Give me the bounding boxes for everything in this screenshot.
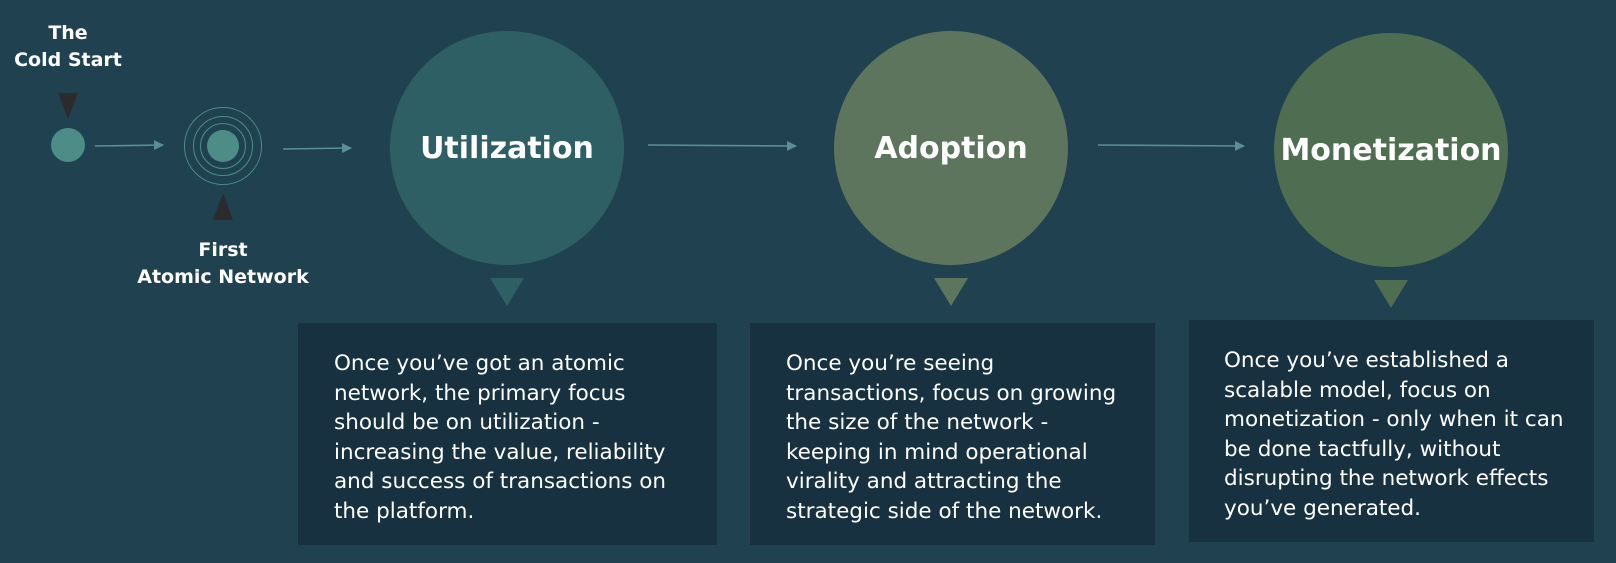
arrow-adoption-to-monetization xyxy=(1097,140,1245,151)
monetization-description-line: be done tactfully, without xyxy=(1224,436,1501,462)
monetization-description-line: Once you’ve established a xyxy=(1224,348,1509,373)
atomic-network-inner-ring xyxy=(200,123,246,169)
monetization-description-box: Once you’ve established a scalable model… xyxy=(1189,320,1594,542)
monetization-description-line: you’ve generated. xyxy=(1224,495,1422,521)
cold-start-marker-triangle xyxy=(58,93,78,119)
utilization-description-line: Once you’ve got an atomic xyxy=(334,351,625,376)
arrow-cold-start-to-atomic xyxy=(94,140,164,151)
utilization-description-line: increasing the value, reliability xyxy=(334,439,666,465)
atomic-network-outer-ring xyxy=(184,107,262,185)
monetization-pointer-triangle xyxy=(1374,280,1408,308)
monetization-stage-circle: Monetization xyxy=(1274,33,1508,267)
arrow-atomic-to-utilization xyxy=(282,143,352,154)
arrow-utilization-to-adoption xyxy=(647,140,797,151)
adoption-description-line: the size of the network - xyxy=(786,410,1049,435)
first-atomic-network-label: First Atomic Network xyxy=(128,237,318,291)
utilization-pointer-triangle xyxy=(490,278,524,306)
adoption-description-line: strategic side of the network. xyxy=(786,498,1103,524)
monetization-description-line: scalable model, focus on xyxy=(1224,377,1491,403)
cold-start-label-line-1: The xyxy=(48,22,88,44)
adoption-description-box: Once you’re seeing transactions, focus o… xyxy=(750,323,1155,545)
cold-start-label-line-2: Cold Start xyxy=(14,49,122,71)
utilization-description-line: and success of transactions on xyxy=(334,469,667,494)
utilization-description-line: the platform. xyxy=(334,498,475,524)
utilization-description-box: Once you’ve got an atomic network, the p… xyxy=(298,323,717,545)
utilization-description-line: network, the primary focus xyxy=(334,380,626,406)
adoption-description-line: keeping in mind operational xyxy=(786,439,1088,465)
cold-start-node xyxy=(51,128,85,162)
monetization-description-line: disrupting the network effects xyxy=(1224,466,1549,491)
adoption-stage-circle: Adoption xyxy=(834,31,1068,265)
monetization-description-line: monetization - only when it can xyxy=(1224,407,1564,432)
atomic-network-middle-ring xyxy=(193,116,253,176)
adoption-description-line: Once you’re seeing xyxy=(786,351,995,376)
utilization-stage-circle: Utilization xyxy=(390,31,624,265)
adoption-description-line: transactions, focus on growing xyxy=(786,380,1117,406)
first-atomic-network-label-line-2: Atomic Network xyxy=(137,266,309,288)
adoption-pointer-triangle xyxy=(934,278,968,306)
cold-start-label: The Cold Start xyxy=(8,20,128,74)
atomic-network-marker-triangle xyxy=(213,193,233,220)
first-atomic-network-label-line-1: First xyxy=(198,239,248,261)
atomic-network-core xyxy=(207,130,239,162)
adoption-description-line: virality and attracting the xyxy=(786,469,1062,494)
utilization-description-line: should be on utilization - xyxy=(334,410,600,435)
